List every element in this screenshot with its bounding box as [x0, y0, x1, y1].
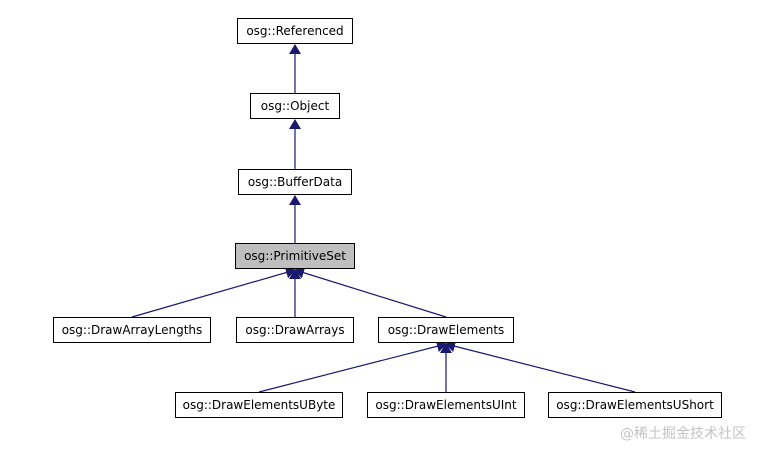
watermark-text: @稀土掘金技术社区: [620, 426, 746, 442]
class-node-object[interactable]: osg::Object: [250, 93, 340, 119]
class-node-drawarrays[interactable]: osg::DrawArrays: [236, 317, 354, 343]
edge-drawarraylengths-to-primitiveset: [131, 266, 296, 318]
class-node-drawelements[interactable]: osg::DrawElements: [378, 317, 514, 343]
class-node-drawarraylengths[interactable]: osg::DrawArrayLengths: [53, 317, 211, 343]
edge-drawelementsushort-to-drawelements: [445, 340, 636, 393]
class-node-referenced[interactable]: osg::Referenced: [237, 18, 353, 44]
edge-drawelements-to-primitiveset: [294, 266, 447, 318]
edge-drawelementsubyte-to-drawelements: [258, 340, 447, 393]
class-node-drawelementsushort[interactable]: osg::DrawElementsUShort: [548, 392, 722, 418]
class-node-primitiveset[interactable]: osg::PrimitiveSet: [235, 243, 355, 269]
class-node-drawelementsubyte[interactable]: osg::DrawElementsUByte: [175, 392, 343, 418]
class-node-bufferdata[interactable]: osg::BufferData: [238, 169, 352, 195]
class-node-drawelementsuint[interactable]: osg::DrawElementsUInt: [367, 392, 525, 418]
